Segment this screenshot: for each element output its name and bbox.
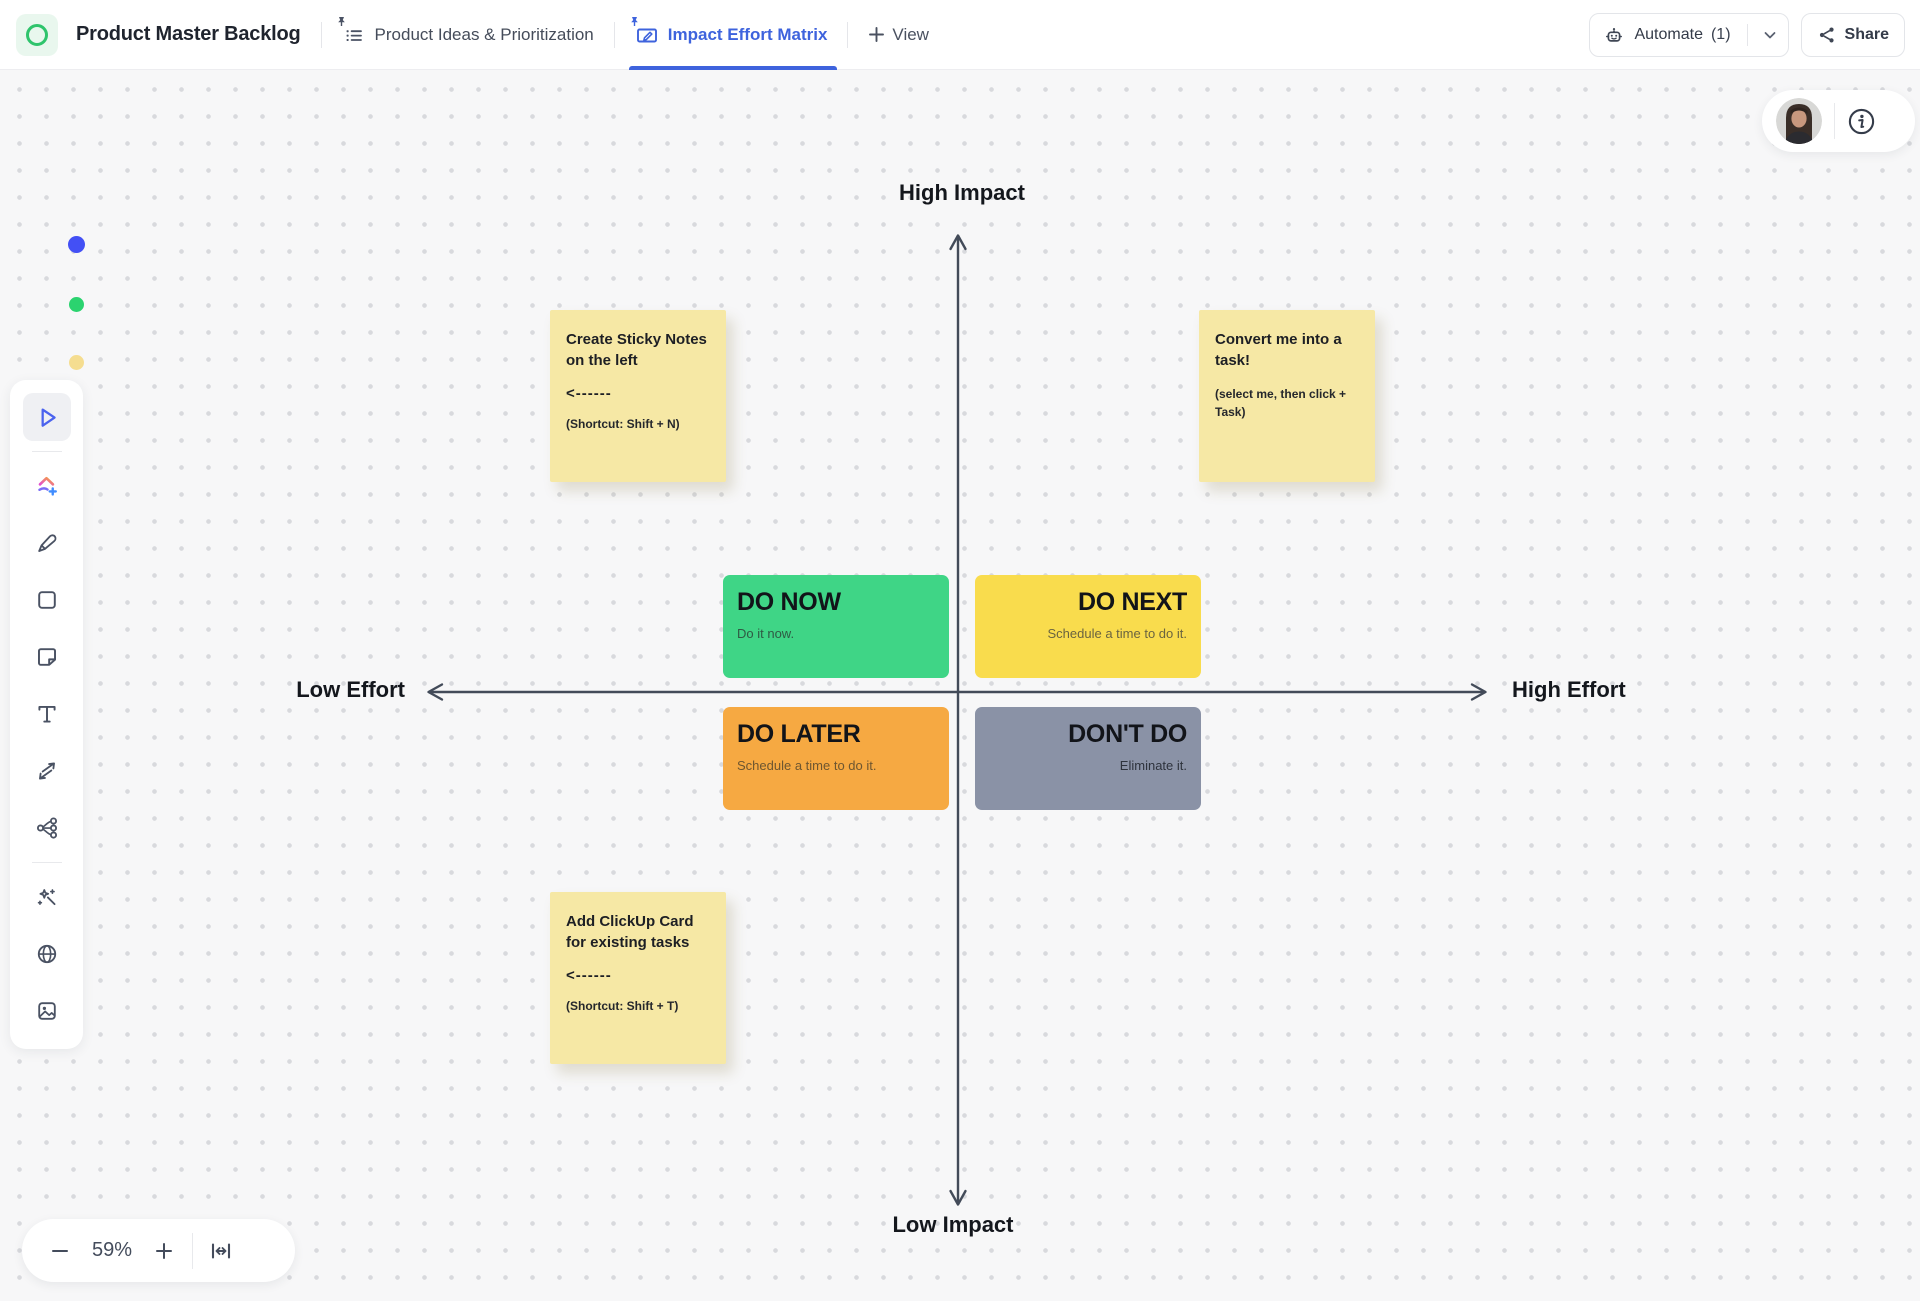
share-button[interactable]: Share (1800, 12, 1905, 57)
pin-icon (337, 16, 345, 26)
header-divider (613, 21, 615, 48)
quadrant-title: DO NEXT (1077, 588, 1187, 616)
automate-button[interactable]: Automate (1) (1589, 12, 1789, 57)
axis-label-low-effort: Low Effort (296, 677, 405, 702)
drawing-toolbar (10, 380, 83, 1049)
magic-wand-icon (37, 889, 56, 906)
header-divider (847, 21, 849, 48)
whiteboard-view-icon (630, 16, 659, 47)
quadrant-subtitle: Do it now. (737, 626, 795, 641)
button-divider (1746, 23, 1748, 46)
text-tool[interactable] (23, 690, 71, 738)
sticky-note-icon (37, 648, 56, 666)
quadrant-subtitle: Schedule a time to do it. (1047, 626, 1187, 641)
sticky-shortcut-text: (Shortcut: Shift + N) (566, 416, 680, 431)
user-avatar[interactable] (1776, 98, 1822, 144)
info-icon[interactable] (1847, 107, 1876, 136)
userbar-divider (1834, 103, 1835, 139)
connector-tool[interactable] (23, 747, 71, 795)
workspace-logo[interactable] (16, 13, 58, 56)
sticky-note-create-sticky[interactable]: Create Sticky Notes on the left <------ … (550, 310, 726, 482)
image-tool[interactable] (23, 987, 71, 1035)
toolbar-divider (31, 862, 62, 863)
sticky-shortcut-text: (select me, then click + Task) (1215, 386, 1347, 419)
sticky-shortcut-text: (Shortcut: Shift + T) (566, 998, 679, 1013)
highlighter-icon (37, 534, 56, 552)
minus-icon (52, 1249, 68, 1252)
shape-tool[interactable] (23, 576, 71, 624)
mind-map-tool[interactable] (23, 804, 71, 852)
quadrant-subtitle: Eliminate it. (1119, 758, 1187, 773)
select-cursor-icon (41, 408, 56, 427)
avatar-photo (1776, 98, 1822, 144)
highlighter-tool[interactable] (23, 519, 71, 567)
zoom-controls: 59% (22, 1219, 295, 1282)
add-view-label: View (892, 24, 929, 44)
whiteboard-canvas[interactable]: High Impact Low Impact Low Effort High E… (0, 70, 1920, 1301)
top-header: Product Master Backlog Product Ideas & P… (0, 0, 1920, 70)
zoom-out-button[interactable] (40, 1231, 80, 1271)
automate-label: Automate (1634, 25, 1703, 43)
automate-count-badge: (1) (1710, 25, 1731, 43)
shape-color-dot[interactable] (69, 297, 84, 312)
zoom-in-button[interactable] (144, 1231, 184, 1271)
fit-to-screen-button[interactable] (201, 1231, 241, 1271)
quadrant-do-next[interactable]: DO NEXT Schedule a time to do it. (975, 575, 1201, 678)
share-label: Share (1844, 25, 1889, 43)
sticky-title: Create Sticky Notes on the left (566, 331, 707, 370)
text-icon (37, 705, 56, 723)
image-icon (37, 1002, 56, 1020)
axis-label-high-effort: High Effort (1512, 677, 1626, 702)
quadrant-title: DON'T DO (1068, 720, 1187, 748)
chevron-down-icon[interactable] (1762, 27, 1778, 43)
magic-sketch-icon (37, 476, 57, 496)
tab-impact-effort-matrix[interactable]: Impact Effort Matrix (628, 0, 838, 70)
magic-wand-tool[interactable] (23, 873, 71, 921)
sticky-note-add-clickup-card[interactable]: Add ClickUp Card for existing tasks <---… (550, 892, 726, 1064)
square-shape-icon (37, 591, 56, 609)
highlighter-color-dot[interactable] (68, 236, 85, 253)
tab-product-ideas-prioritization[interactable]: Product Ideas & Prioritization (337, 0, 594, 70)
plus-icon (156, 1242, 172, 1259)
sticky-color-dot[interactable] (69, 355, 84, 370)
sticky-note-tool[interactable] (23, 633, 71, 681)
tab-label: Impact Effort Matrix (667, 24, 828, 44)
web-embed-tool[interactable] (23, 930, 71, 978)
sticky-title: Convert me into a task! (1215, 331, 1342, 370)
quadrant-title: DO NOW (737, 588, 841, 616)
quadrant-do-later[interactable]: DO LATER Schedule a time to do it. (723, 707, 949, 810)
header-divider (320, 21, 322, 48)
page-title: Product Master Backlog (76, 23, 301, 45)
mind-map-icon (36, 817, 57, 839)
quadrant-do-now[interactable]: DO NOW Do it now. (723, 575, 949, 678)
tab-label: Product Ideas & Prioritization (374, 24, 594, 44)
plus-icon (869, 27, 885, 42)
fit-width-icon (211, 1242, 231, 1259)
collaborator-panel (1762, 90, 1915, 152)
globe-icon (37, 944, 56, 964)
green-ring-icon (26, 23, 48, 46)
sticky-arrow-text: <------ (566, 966, 612, 984)
zoombar-divider (192, 1232, 193, 1269)
quadrant-title: DO LATER (737, 720, 861, 748)
toolbar-divider (31, 451, 62, 452)
share-icon (1819, 27, 1834, 42)
axis-label-low-impact: Low Impact (892, 1212, 1014, 1237)
pin-icon (630, 16, 638, 26)
robot-icon (1606, 27, 1623, 42)
add-view-button[interactable]: View (868, 25, 929, 45)
quadrant-subtitle: Schedule a time to do it. (737, 758, 877, 773)
sticky-arrow-text: <------ (566, 384, 612, 402)
sticky-note-convert-task[interactable]: Convert me into a task! (select me, then… (1199, 310, 1375, 482)
magic-sketch-tool[interactable] (23, 462, 71, 510)
select-cursor-tool[interactable] (22, 393, 71, 441)
axis-label-high-impact: High Impact (899, 180, 1025, 205)
sticky-title: Add ClickUp Card for existing tasks (566, 913, 694, 952)
zoom-level-value[interactable]: 59% (91, 1239, 133, 1261)
list-view-icon (337, 16, 366, 47)
connector-arrows-icon (38, 762, 55, 780)
quadrant-dont-do[interactable]: DON'T DO Eliminate it. (975, 707, 1201, 810)
